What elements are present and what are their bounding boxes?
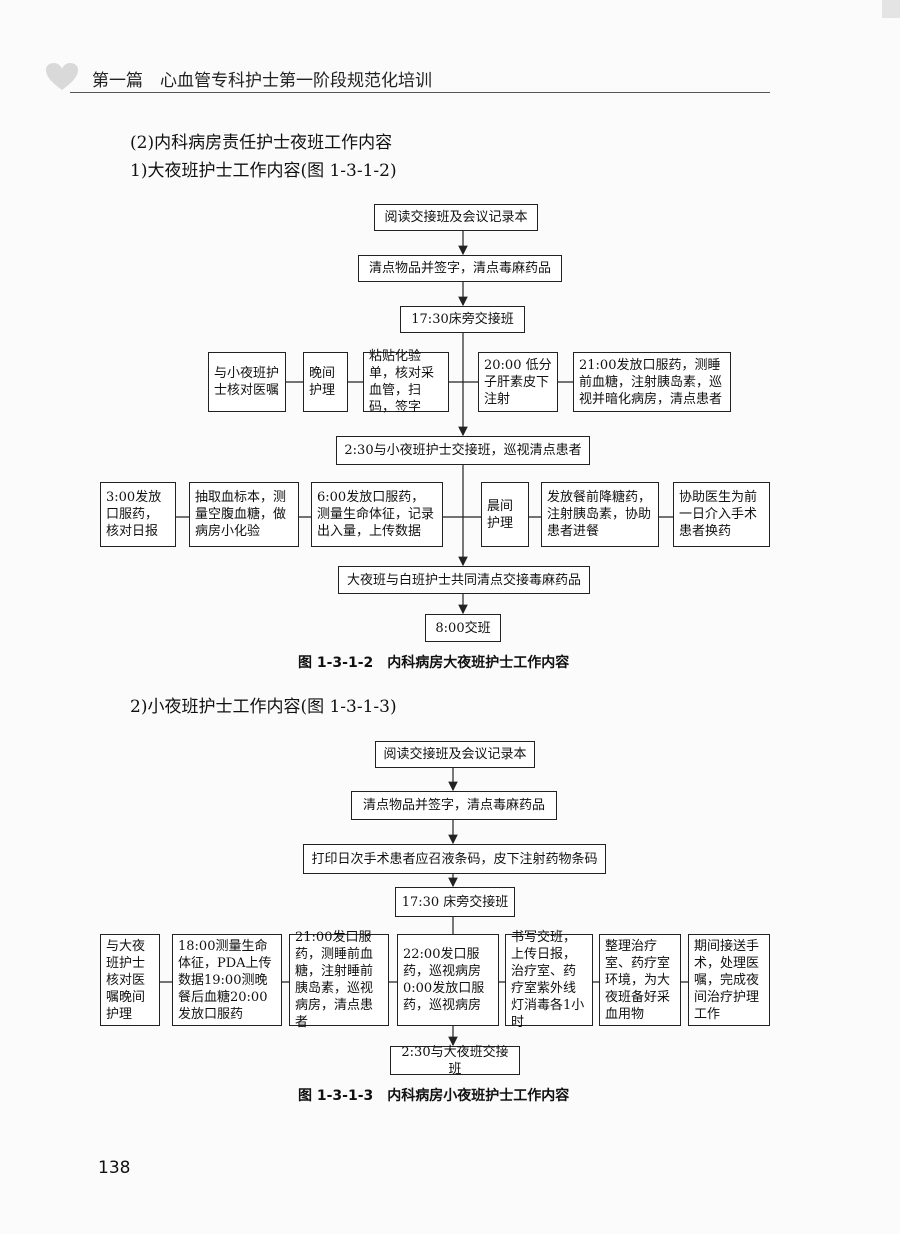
fig1-0300-meds: 3:00发放口服药，核对日报 <box>100 482 176 547</box>
figure1-caption: 图 1-3-1-2 内科病房大夜班护士工作内容 <box>298 655 570 671</box>
fig2-tidy-treatment-room: 整理治疗室、药疗室环境，为大夜班备好采血用物 <box>599 934 681 1026</box>
fig2-step-0230-handover: 2:30与大夜班交接班 <box>390 1045 520 1077</box>
fig2-step-read-logs: 阅读交接班及会议记录本 <box>375 741 535 768</box>
subsection-2-heading: 2)小夜班护士工作内容(图 1-3-1-3) <box>130 697 397 717</box>
fig1-step-1730-handover: 17:30床旁交接班 <box>400 306 525 333</box>
header-rule <box>70 92 770 93</box>
fig1-step-inventory: 清点物品并签字，清点毒麻药品 <box>358 255 562 282</box>
section-heading: (2)内科病房责任护士夜班工作内容 <box>130 133 393 153</box>
fig1-2000-heparin: 20:00 低分子肝素皮下注射 <box>478 352 558 412</box>
fig1-lab-labels: 粘贴化验单，核对采血管，扫码，签字 <box>363 349 449 415</box>
fig1-step-narcotics-handover: 大夜班与白班护士共同清点交接毒麻药品 <box>338 566 590 594</box>
fig2-step-inventory: 清点物品并签字，清点毒麻药品 <box>351 791 557 820</box>
fig2-2200-meds: 22:00发口服药，巡视病房0:00发放口服药，巡视病房 <box>397 934 499 1026</box>
page-number: 138 <box>98 1158 131 1178</box>
fig2-step-print-barcodes: 打印日次手术患者应召液条码，皮下注射药物条码 <box>303 844 606 874</box>
fig1-premeal-insulin: 发放餐前降糖药，注射胰岛素，协助患者进餐 <box>541 482 659 547</box>
heart-icon <box>46 63 78 90</box>
fig1-check-orders: 与小夜班护士核对医嘱 <box>208 352 286 412</box>
running-header: 第一篇 心血管专科护士第一阶段规范化培训 <box>92 71 432 91</box>
fig1-2100-meds: 21:00发放口服药，测睡前血糖，注射胰岛素，巡视并暗化病房，清点患者 <box>573 352 731 412</box>
fig1-evening-care: 晚间护理 <box>303 352 348 412</box>
figure2-caption: 图 1-3-1-3 内科病房小夜班护士工作内容 <box>298 1088 570 1104</box>
fig2-2100-meds: 21:00发口服药，测睡前血糖，注射睡前胰岛素，巡视病房，清点患者 <box>289 930 389 1030</box>
fig1-step-0800-handover: 8:00交班 <box>425 614 501 642</box>
fig2-1800-vitals: 18:00测量生命体征，PDA上传数据19:00测晚餐后血糖20:00发放口服药 <box>172 934 282 1026</box>
fig1-blood-samples: 抽取血标本，测量空腹血糖，做病房小化验 <box>189 482 299 547</box>
fig1-assist-dressing: 协助医生为前一日介入手术患者换药 <box>673 482 770 547</box>
fig2-surgery-transfer: 期间接送手术，处理医嘱，完成夜间治疗护理工作 <box>688 934 770 1026</box>
subsection-1-heading: 1)大夜班护士工作内容(图 1-3-1-2) <box>130 161 397 181</box>
fig2-step-1730-handover: 17:30 床旁交接班 <box>395 887 515 917</box>
fig1-0600-meds: 6:00发放口服药，测量生命体征，记录出入量，上传数据 <box>311 482 443 547</box>
fig2-write-report: 书写交班，上传日报，治疗室、药疗室紫外线灯消毒各1小时 <box>505 930 593 1030</box>
page-corner-mark <box>882 0 900 18</box>
fig2-check-orders-evening-care: 与大夜班护士核对医嘱晚间护理 <box>100 934 160 1026</box>
fig1-step-0230-handover: 2:30与小夜班护士交接班，巡视清点患者 <box>336 436 590 465</box>
fig1-morning-care: 晨间护理 <box>481 482 529 547</box>
fig1-step-read-logs: 阅读交接班及会议记录本 <box>374 204 538 231</box>
